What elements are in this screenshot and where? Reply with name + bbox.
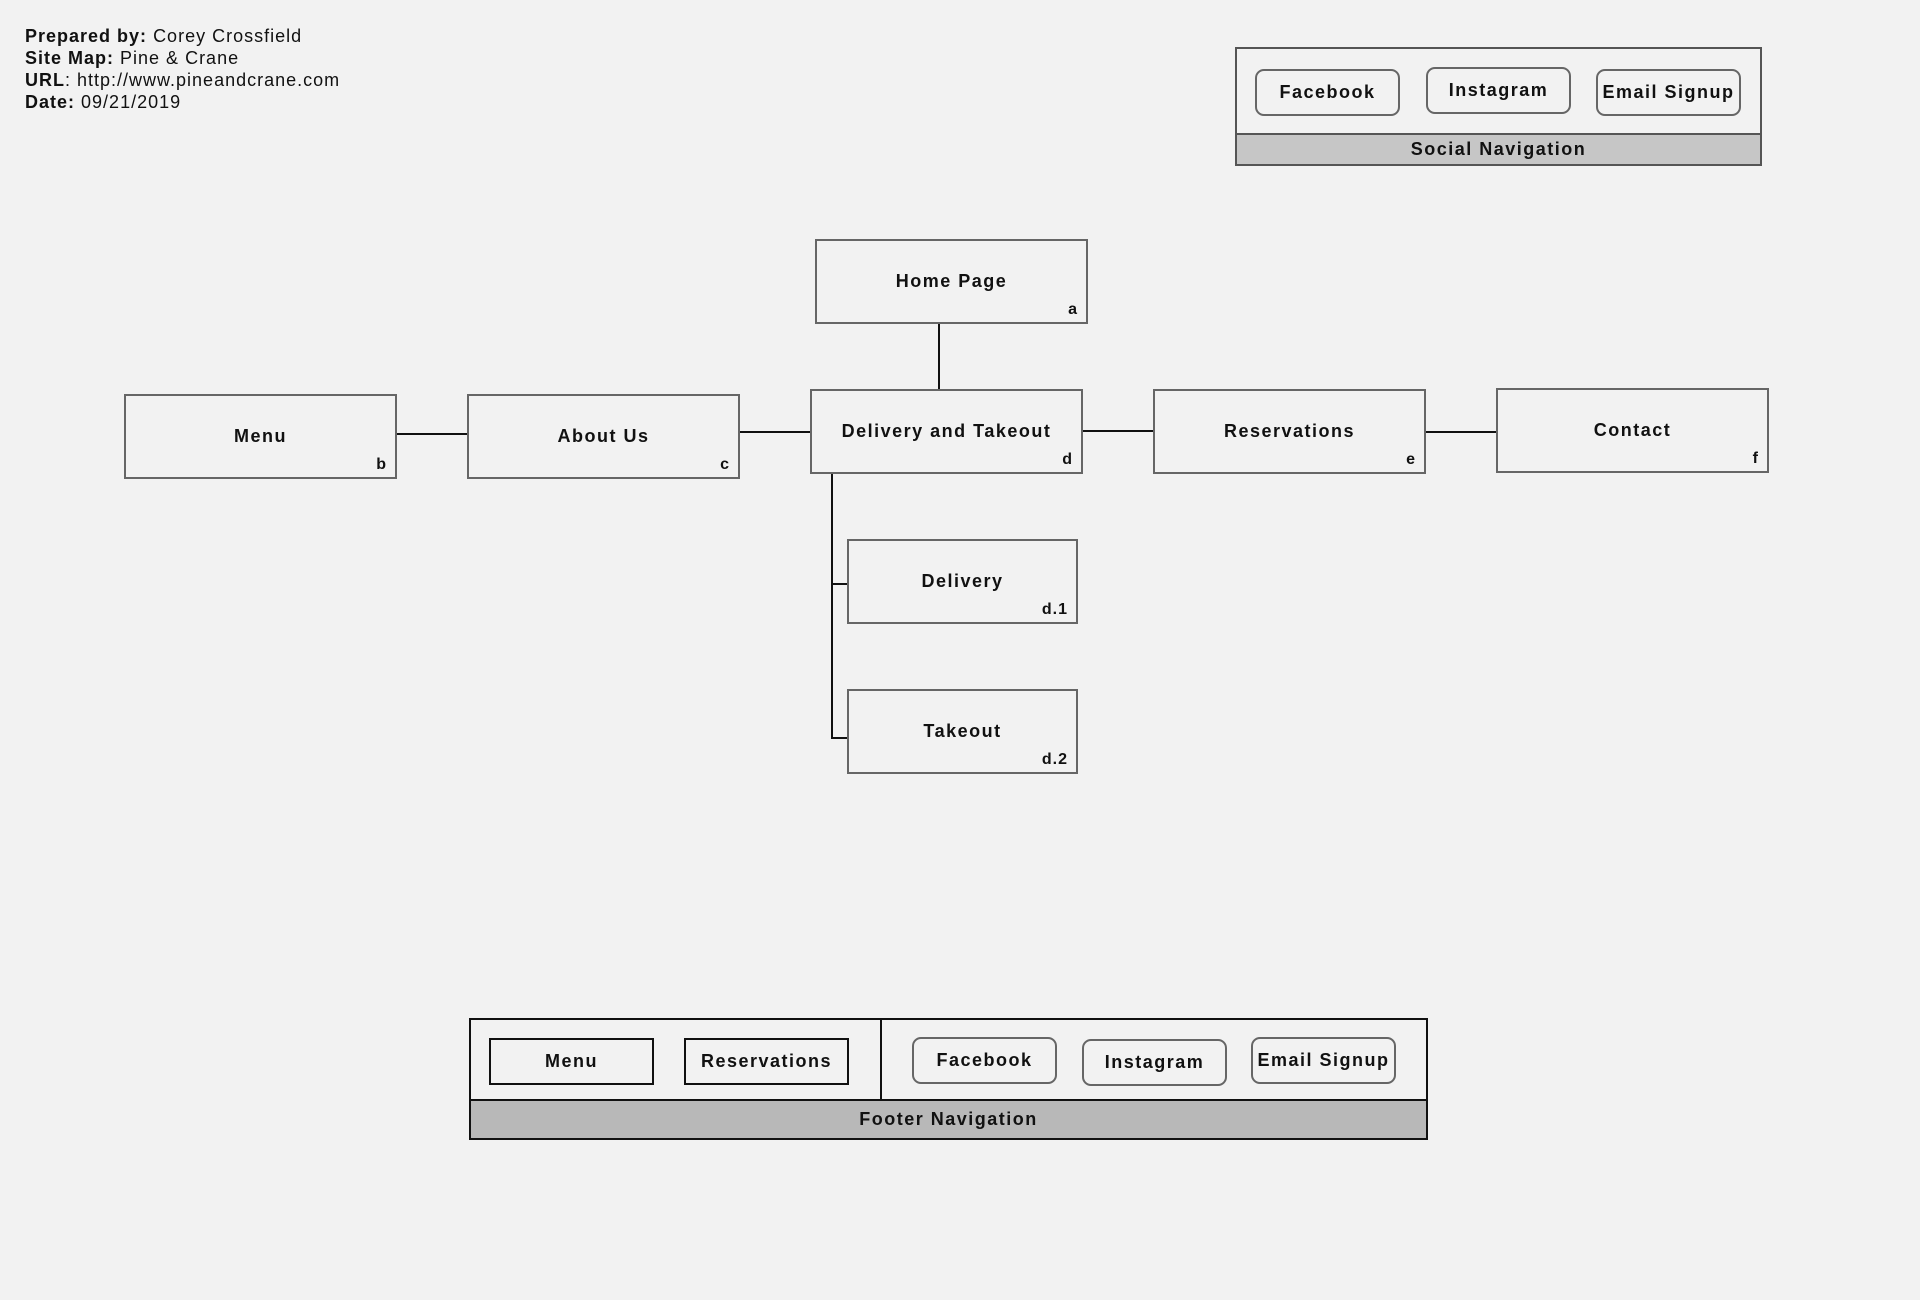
node-menu-label: Menu (234, 426, 287, 446)
node-takeout[interactable]: Takeout d.2 (847, 689, 1078, 774)
footer-email-signup-button[interactable]: Email Signup (1251, 1037, 1396, 1084)
node-contact[interactable]: Contact f (1496, 388, 1769, 473)
url-row: URL: http://www.pineandcrane.com (25, 69, 340, 91)
social-email-signup-button[interactable]: Email Signup (1596, 69, 1741, 116)
footer-reservations-link[interactable]: Reservations (684, 1038, 849, 1085)
sitemap-metadata: Prepared by: Corey Crossfield Site Map: … (25, 25, 340, 113)
node-menu-code: b (376, 456, 387, 473)
node-reservations[interactable]: Reservations e (1153, 389, 1426, 474)
node-home-page-label: Home Page (895, 271, 1008, 291)
node-home-page[interactable]: Home Page a (815, 239, 1088, 324)
node-delivery[interactable]: Delivery d.1 (847, 539, 1078, 624)
node-takeout-label: Takeout (923, 721, 1002, 741)
node-delivery-and-takeout-code: d (1062, 451, 1073, 468)
node-about-us[interactable]: About Us c (467, 394, 740, 479)
date-label: Date: (25, 92, 76, 112)
node-contact-label: Contact (1593, 420, 1672, 440)
footer-section-divider (880, 1020, 882, 1103)
prepared-by-value: Corey Crossfield (153, 26, 303, 46)
prepared-by-label: Prepared by: (25, 26, 148, 46)
footer-navigation-title: Footer Navigation (471, 1099, 1426, 1138)
social-navigation-panel: Facebook Instagram Email Signup Social N… (1235, 47, 1762, 166)
site-map-row: Site Map: Pine & Crane (25, 47, 340, 69)
url-value: : http://www.pineandcrane.com (65, 70, 341, 90)
social-facebook-button[interactable]: Facebook (1255, 69, 1400, 116)
node-delivery-code: d.1 (1041, 601, 1068, 618)
date-row: Date: 09/21/2019 (25, 91, 340, 113)
node-reservations-label: Reservations (1223, 421, 1356, 441)
node-home-page-code: a (1068, 301, 1078, 318)
site-map-label: Site Map: (25, 48, 115, 68)
node-contact-code: f (1752, 450, 1759, 467)
node-reservations-code: e (1406, 451, 1416, 468)
node-takeout-code: d.2 (1041, 751, 1068, 768)
social-navigation-title: Social Navigation (1237, 133, 1760, 164)
date-value: 09/21/2019 (81, 92, 182, 112)
url-label: URL (25, 70, 65, 90)
footer-facebook-button[interactable]: Facebook (912, 1037, 1057, 1084)
connector-delivery-takeout-to-children (831, 473, 848, 739)
node-delivery-and-takeout[interactable]: Delivery and Takeout d (810, 389, 1083, 474)
node-delivery-and-takeout-label: Delivery and Takeout (841, 421, 1052, 441)
node-about-us-label: About Us (557, 426, 650, 446)
prepared-by-row: Prepared by: Corey Crossfield (25, 25, 340, 47)
site-map-value: Pine & Crane (120, 48, 240, 68)
node-menu[interactable]: Menu b (124, 394, 397, 479)
node-about-us-code: c (720, 456, 730, 473)
footer-menu-link[interactable]: Menu (489, 1038, 654, 1085)
footer-navigation-panel: Menu Reservations Facebook Instagram Ema… (469, 1018, 1428, 1140)
social-instagram-button[interactable]: Instagram (1426, 67, 1571, 114)
footer-instagram-button[interactable]: Instagram (1082, 1039, 1227, 1086)
node-delivery-label: Delivery (921, 571, 1004, 591)
